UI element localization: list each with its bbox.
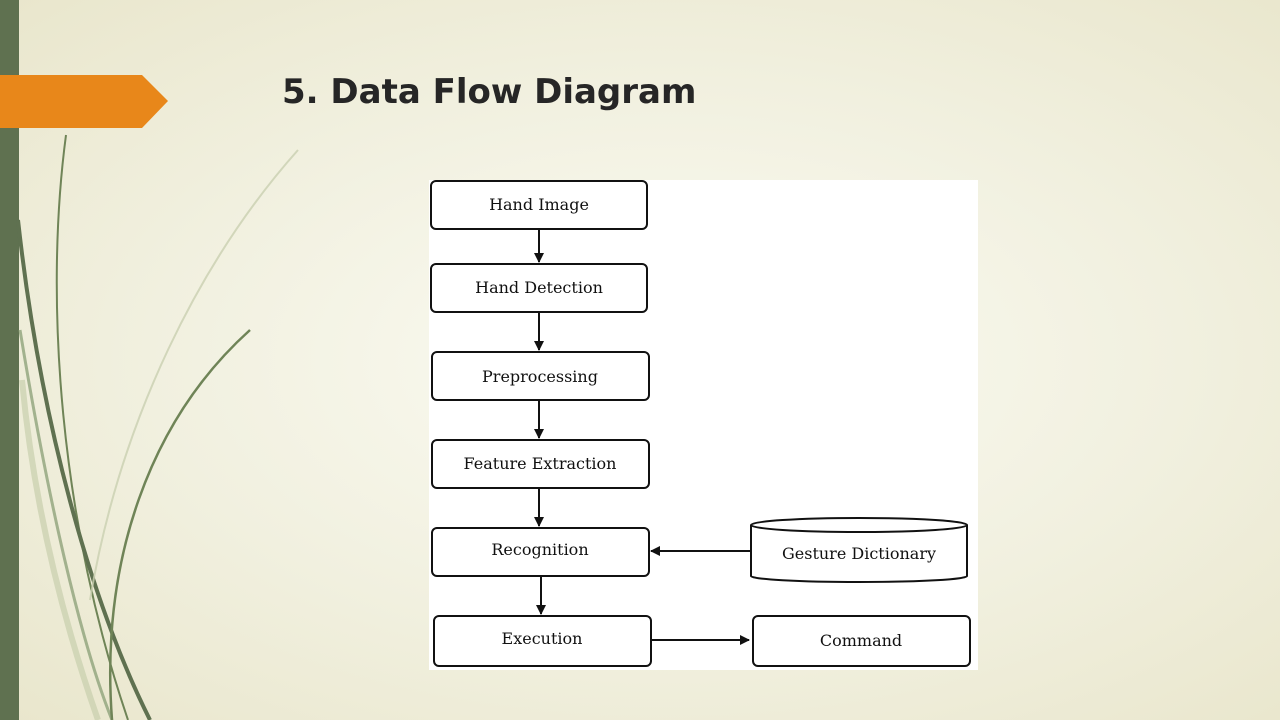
- node-hand-detection: Hand Detection: [430, 263, 648, 313]
- node-gesture-dictionary: Gesture Dictionary: [750, 517, 968, 583]
- left-side-bar: [0, 0, 19, 720]
- node-recognition-label: Recognition: [491, 540, 588, 559]
- node-hand-image-label: Hand Image: [489, 195, 589, 214]
- node-gesture-dictionary-label: Gesture Dictionary: [782, 544, 936, 563]
- node-execution-label: Execution: [502, 629, 583, 648]
- node-preprocessing: Preprocessing: [431, 351, 650, 401]
- slide-title: 5. Data Flow Diagram: [282, 72, 697, 112]
- node-command: Command: [752, 615, 971, 667]
- node-preprocessing-label: Preprocessing: [482, 367, 598, 386]
- node-feature-extraction-label: Feature Extraction: [464, 454, 617, 473]
- title-accent-arrow: [0, 75, 168, 128]
- decorative-grass-lines: [16, 134, 299, 720]
- node-command-label: Command: [820, 631, 902, 650]
- node-feature-extraction: Feature Extraction: [431, 439, 650, 489]
- node-recognition: Recognition: [431, 527, 650, 577]
- node-hand-image: Hand Image: [430, 180, 648, 230]
- node-hand-detection-label: Hand Detection: [475, 278, 603, 297]
- data-flow-diagram: Hand Image Hand Detection Preprocessing …: [429, 180, 978, 670]
- node-execution: Execution: [433, 615, 652, 667]
